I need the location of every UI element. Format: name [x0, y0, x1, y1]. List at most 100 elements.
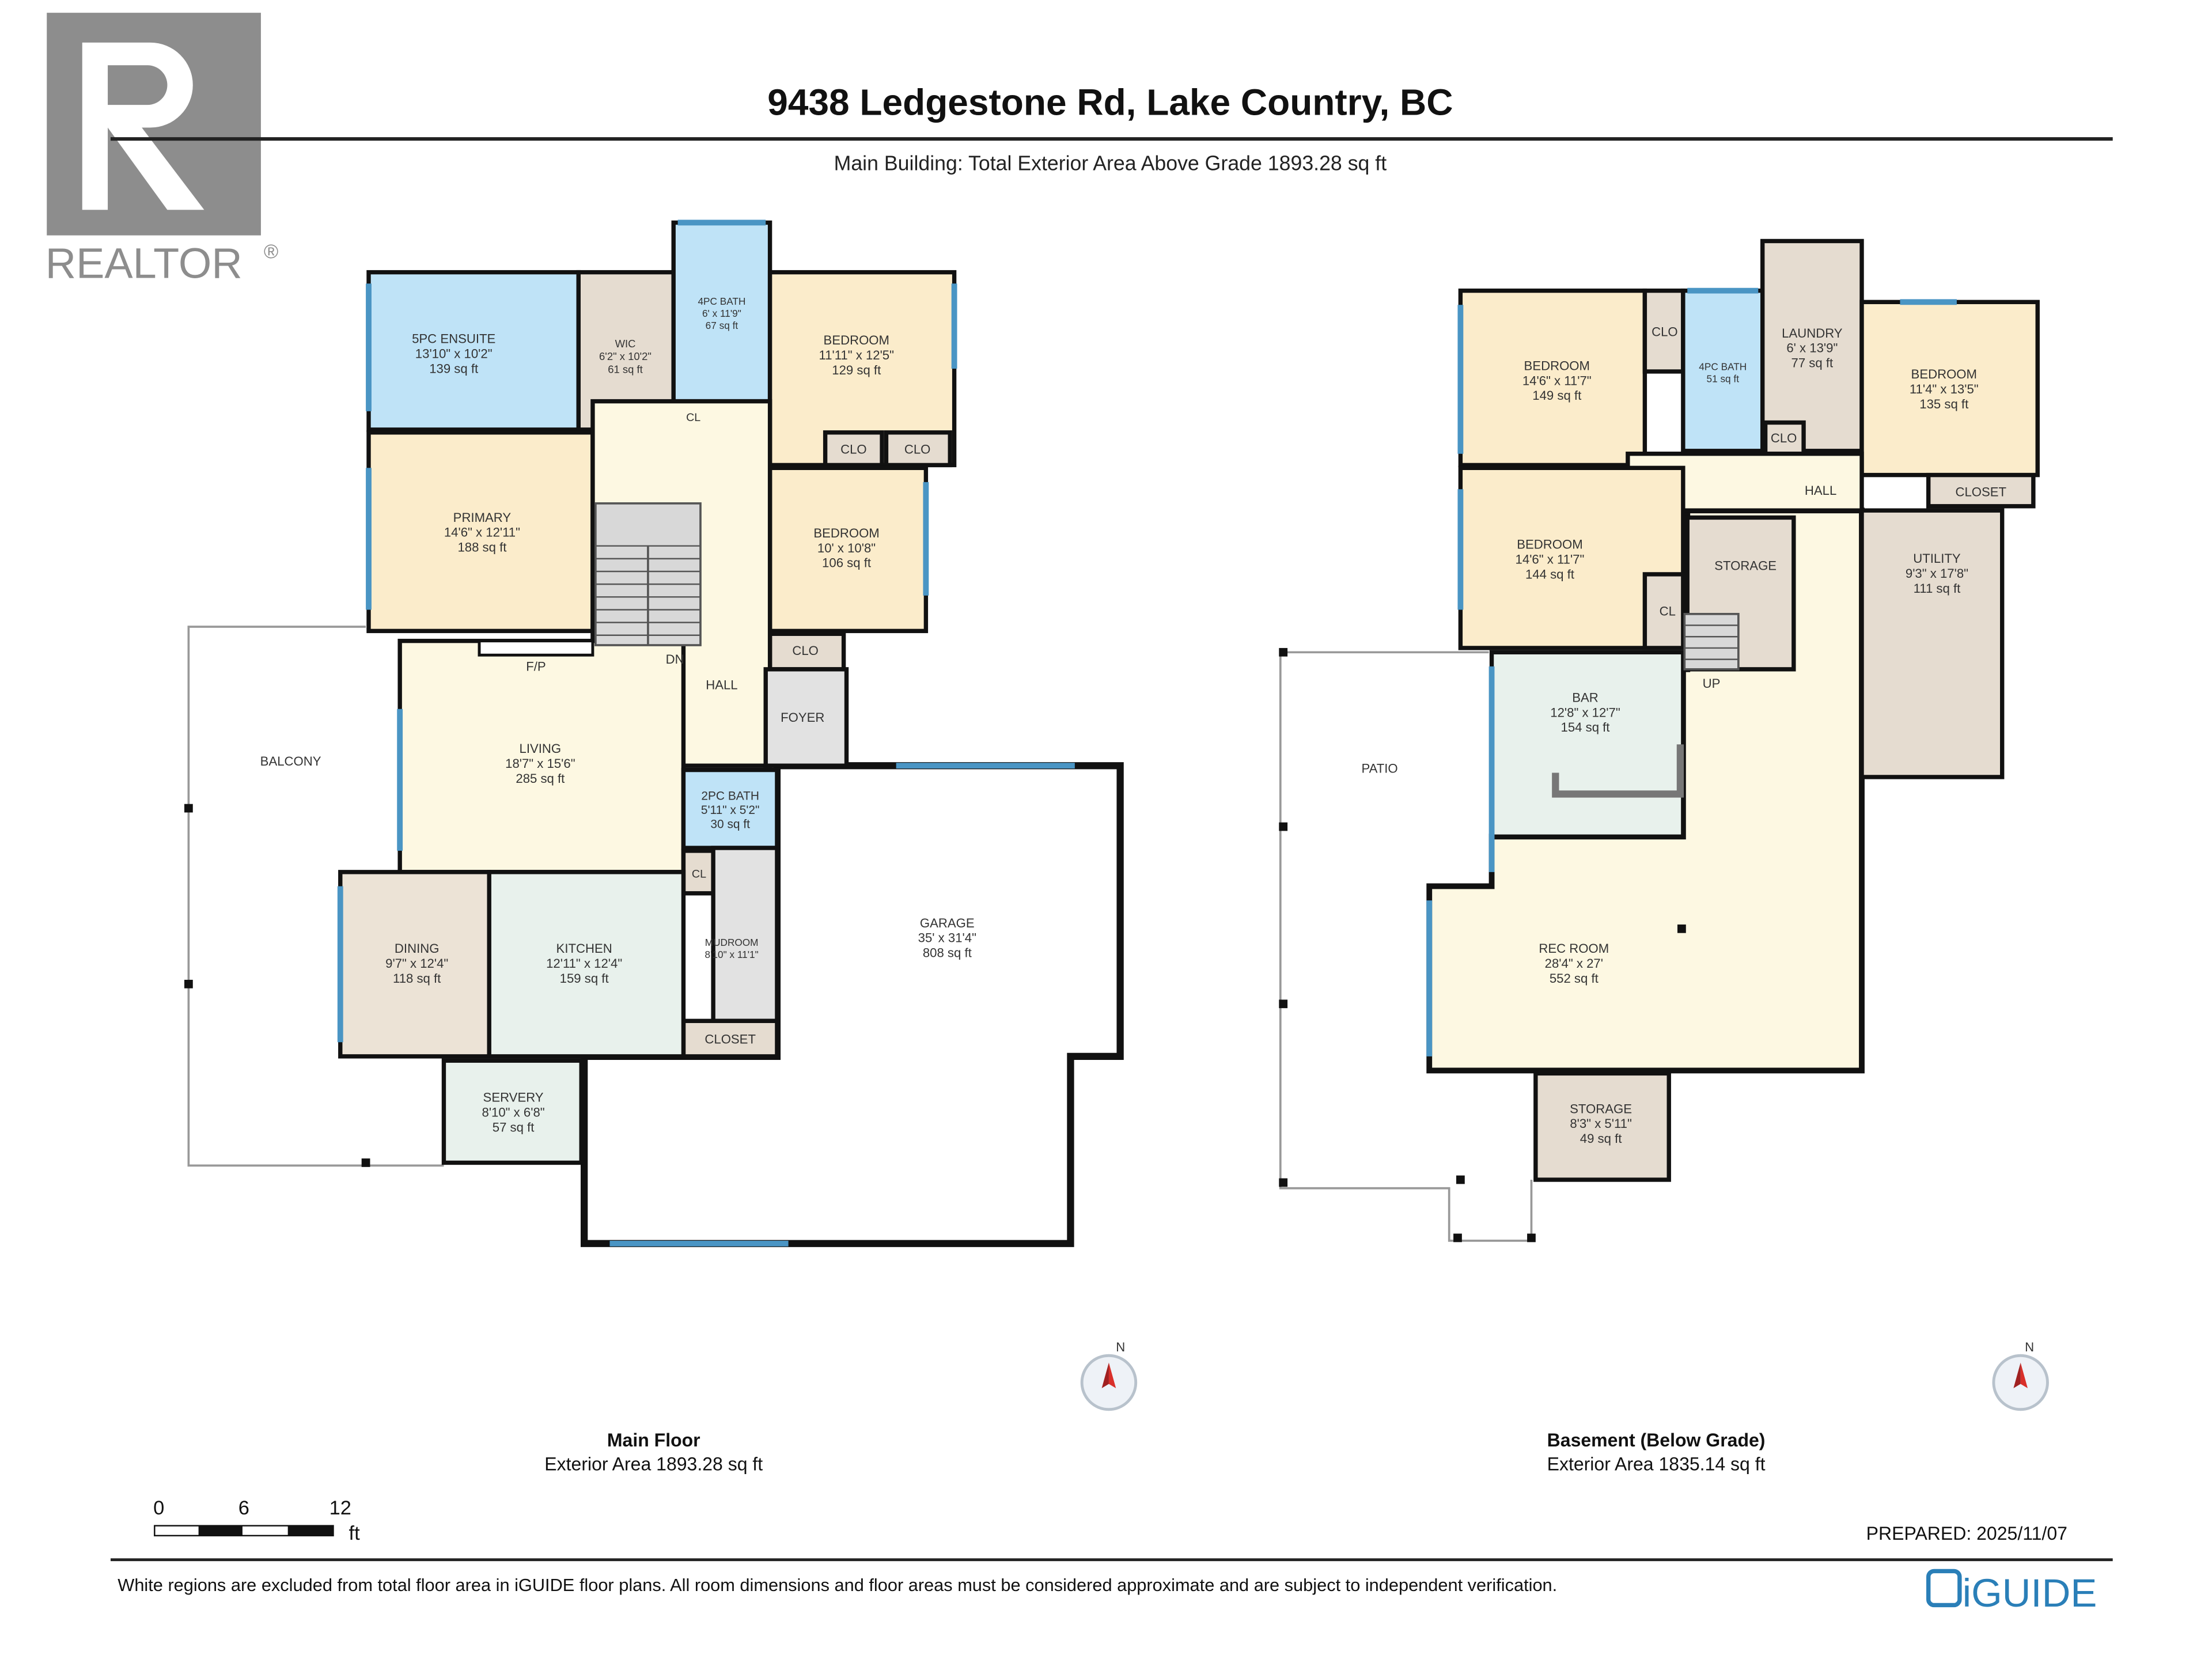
room-dims: 8'3" x 5'11"	[1570, 1116, 1631, 1131]
room-dims: 11'4" x 13'5"	[1910, 382, 1979, 396]
room-name: CL	[1660, 604, 1676, 618]
room-name: SERVERY	[483, 1090, 544, 1105]
room-area	[1859, 508, 2005, 779]
room-dims: 6' x 11'9"	[702, 308, 741, 319]
iguide-logo-text: iGUIDE	[1963, 1571, 2097, 1615]
room-name: KITCHEN	[556, 941, 612, 956]
room-dims: 8'10" x 11'1"	[705, 949, 759, 960]
room-area: 57 sq ft	[493, 1120, 535, 1134]
room-area	[366, 270, 581, 432]
room-name: CLOSET	[704, 1032, 756, 1047]
post-marker	[1456, 1175, 1465, 1184]
room-dims: 6' x 13'9"	[1786, 341, 1838, 355]
post-marker	[184, 804, 193, 813]
page-subtitle: Main Building: Total Exterior Area Above…	[834, 151, 1387, 175]
room-name: DINING	[395, 941, 440, 956]
room-cl[interactable]	[1642, 572, 1685, 650]
room-area: 49 sq ft	[1580, 1131, 1622, 1146]
footer-disclaimer: White regions are excluded from total fl…	[118, 1575, 1557, 1595]
room-area: 61 sq ft	[608, 363, 643, 375]
room-area: 67 sq ft	[706, 320, 738, 331]
room-name: 4PC BATH	[1699, 361, 1747, 372]
realtor-logo: REALTOR ®	[46, 13, 278, 287]
room-area	[681, 767, 779, 850]
room-clo[interactable]	[1642, 288, 1685, 374]
rec-room-name: REC ROOM	[1539, 941, 1609, 956]
room-area: 285 sq ft	[516, 771, 565, 786]
room-area: 111 sq ft	[1914, 581, 1961, 596]
room-living[interactable]	[397, 638, 686, 874]
main-floor-label: Main Floor	[607, 1430, 700, 1450]
room-name: CL	[686, 411, 700, 424]
room-dims: 9'7" x 12'4"	[385, 956, 448, 971]
room-name: STORAGE	[1570, 1101, 1632, 1116]
room-name: MUDROOM	[705, 937, 759, 948]
room-area	[1458, 288, 1647, 468]
room-name: BAR	[1572, 690, 1599, 704]
compass-icon: N	[1080, 1340, 1138, 1411]
post-marker	[1279, 647, 1288, 657]
room-area	[1681, 288, 1765, 453]
room-clo[interactable]	[823, 430, 884, 468]
room-dims: 5'11" x 5'2"	[701, 804, 759, 817]
room-name: PRIMARY	[453, 510, 512, 525]
post-marker	[361, 1158, 370, 1167]
room-dining[interactable]	[338, 870, 491, 1059]
room-area	[338, 870, 491, 1059]
room-foyer[interactable]	[763, 667, 849, 768]
realtor-logo-text: REALTOR	[46, 239, 243, 287]
room-area	[1489, 650, 1685, 839]
room-bedroom[interactable]	[1458, 288, 1647, 468]
room-storage[interactable]	[1533, 1071, 1671, 1182]
room-dims: 6'2" x 10'2"	[599, 350, 652, 362]
basement-label: Basement (Below Grade)	[1547, 1430, 1766, 1450]
room-area	[397, 638, 686, 874]
room-2pc-bath[interactable]	[681, 767, 779, 850]
room-closet[interactable]	[681, 1018, 779, 1059]
rec-room-dims: 28'4" x 27'	[1545, 956, 1603, 971]
room-bar[interactable]	[1489, 650, 1685, 839]
iguide-logo: iGUIDE	[1926, 1569, 2097, 1615]
room-servery[interactable]	[441, 1058, 584, 1165]
room-dims: 12'11" x 12'4"	[546, 956, 622, 971]
room-dims: 11'11" x 12'5"	[819, 348, 894, 362]
column	[1677, 924, 1686, 933]
garage-dims: 35' x 31'4"	[918, 931, 976, 945]
page-title: 9438 Ledgestone Rd, Lake Country, BC	[767, 81, 1453, 123]
bar-counter	[1552, 744, 1684, 798]
room-mudroom[interactable]	[711, 846, 779, 1023]
post-marker	[1453, 1233, 1462, 1243]
post-marker	[1279, 999, 1288, 1009]
room-area: 51 sq ft	[1707, 373, 1740, 384]
stairs-up-label: UP	[1703, 676, 1721, 691]
room-area	[711, 846, 779, 1023]
room-5pc-ensuite[interactable]	[366, 270, 581, 432]
room-4pc-bath[interactable]	[1681, 288, 1765, 453]
room-name: UTILITY	[1913, 551, 1961, 566]
room-clo[interactable]	[884, 430, 952, 468]
room-area: 144 sq ft	[1525, 567, 1574, 581]
compass-north-label: N	[2025, 1340, 2034, 1354]
room-name: BEDROOM	[824, 333, 889, 347]
room-name: CLO	[904, 442, 931, 457]
stairs-down-label: DN	[666, 652, 684, 666]
room-name: CLO	[1652, 324, 1678, 339]
room-closet[interactable]	[1926, 472, 2036, 509]
room-name: WIC	[615, 338, 636, 350]
room-utility[interactable]	[1859, 508, 2005, 779]
room-name: 4PC BATH	[698, 296, 745, 307]
realtor-logo-mark: ®	[264, 241, 278, 263]
garage-name: GARAGE	[920, 916, 975, 930]
room-name: CLO	[1771, 431, 1797, 445]
patio-label: PATIO	[1361, 762, 1397, 776]
room-area: 30 sq ft	[710, 818, 750, 831]
fireplace-label: F/P	[526, 659, 546, 673]
room-area: 135 sq ft	[1919, 397, 1968, 411]
room-area: 77 sq ft	[1791, 356, 1834, 370]
room-area: 188 sq ft	[457, 540, 506, 555]
room-kitchen[interactable]	[487, 870, 686, 1059]
room-area	[823, 430, 884, 468]
